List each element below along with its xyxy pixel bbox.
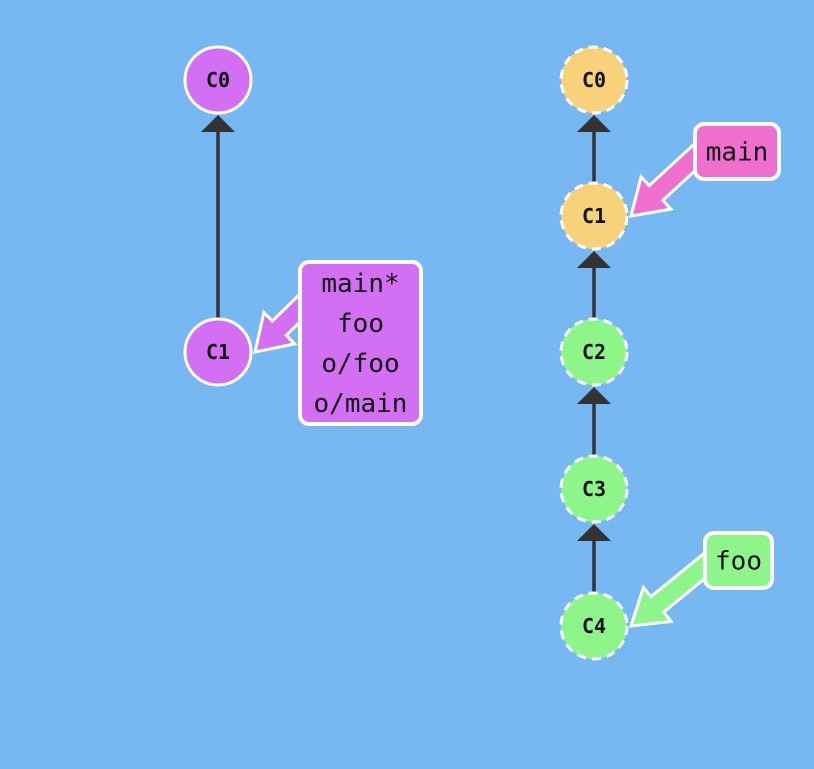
remote-edge-arrowhead-C1-C0 (577, 115, 611, 132)
remote-branch-tag-main[interactable]: main (693, 122, 781, 181)
local-commit-circle (183, 45, 253, 115)
local-commit-C0[interactable]: C0 (183, 45, 253, 115)
local-branch-tag-label: o/foo (321, 349, 399, 379)
edges-layer (201, 115, 611, 593)
remote-commit-C4[interactable]: C4 (559, 591, 629, 661)
local-branch-tag-box (298, 260, 423, 426)
local-branch-tag-label: o/main (314, 389, 408, 419)
local-branch-tag-label: foo (337, 309, 384, 339)
remote-commit-circle (559, 454, 629, 524)
local-branch-tag[interactable]: main* foo o/foo o/main (298, 260, 423, 426)
remote-branch-tag-foo-box (703, 531, 774, 590)
remote-commit-circle (559, 317, 629, 387)
local-commit-label: C1 (206, 340, 230, 364)
remote-edge-arrowhead-C2-C1 (577, 251, 611, 268)
remote-commit-circle (559, 591, 629, 661)
local-branch-tag-label: main* (321, 269, 399, 299)
remote-branch-tag-main-box (693, 122, 781, 181)
remote-commit-C2[interactable]: C2 (559, 317, 629, 387)
remote-edge-arrowhead-C3-C2 (577, 387, 611, 404)
remote-branch-tag-main-label: main (706, 138, 769, 168)
remote-branch-tag-foo[interactable]: foo (703, 531, 774, 590)
branch-tags-layer: main* foo o/foo o/main main foo (298, 122, 781, 590)
remote-commit-label: C1 (582, 204, 606, 228)
remote-commit-C1[interactable]: C1 (559, 181, 629, 251)
local-commit-C1[interactable]: C1 (183, 317, 253, 387)
remote-commit-label: C3 (582, 477, 606, 501)
local-edge-arrowhead-C1-C0 (201, 115, 235, 132)
remote-commit-circle (559, 45, 629, 115)
remote-edge-arrowhead-C4-C3 (577, 524, 611, 541)
local-commit-label: C0 (206, 68, 230, 92)
remote-commit-label: C2 (582, 340, 606, 364)
local-commit-circle (183, 317, 253, 387)
remote-branch-tag-foo-label: foo (715, 547, 762, 577)
remote-commit-C0[interactable]: C0 (559, 45, 629, 115)
remote-commit-circle (559, 181, 629, 251)
remote-commit-C3[interactable]: C3 (559, 454, 629, 524)
remote-commit-label: C0 (582, 68, 606, 92)
remote-commit-label: C4 (582, 614, 606, 638)
